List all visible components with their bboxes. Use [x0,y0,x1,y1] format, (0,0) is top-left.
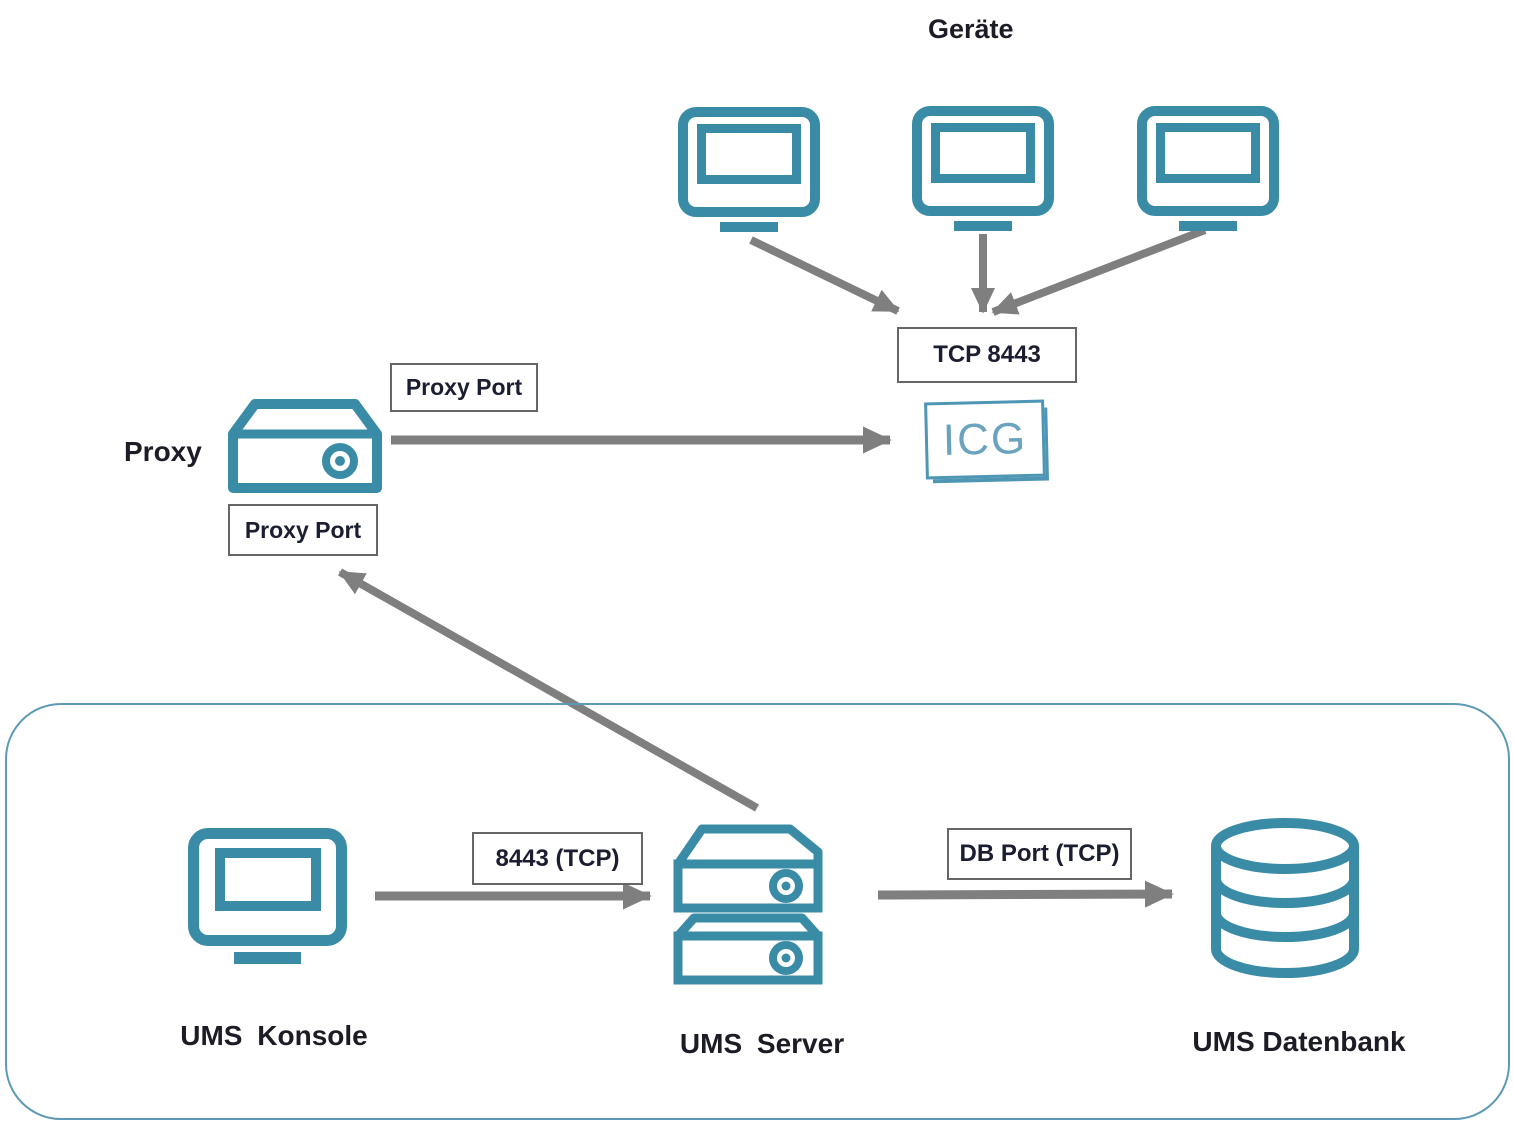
devices-title: Geräte [928,14,1014,44]
device-monitor-icon [912,106,1054,231]
monitor-screen [214,848,321,911]
monitor-frame [188,828,347,946]
ums-zone-container [5,703,1510,1120]
ums-server-stack-icon [673,824,823,985]
monitor-screen [931,123,1035,183]
port-label-proxy-port-top: Proxy Port [390,363,538,412]
icg-logo: ICG [942,413,1028,465]
monitor-stand [720,222,778,232]
monitor-screen [1156,123,1260,183]
monitor-stand [234,952,301,964]
arrow-server-to-datenbank-icon [877,880,1174,908]
monitor-screen [697,124,801,184]
ums-datenbank-label: UMS Datenbank [1192,1026,1406,1057]
port-label-tcp-8443: TCP 8443 [897,327,1077,383]
ums-konsole-monitor-icon [188,828,347,964]
monitor-stand [1179,221,1237,231]
arrow-device3-to-tcp8443-icon [991,226,1207,316]
monitor-frame [1137,106,1279,216]
device-monitor-icon [1137,106,1279,231]
ums-server-label: UMS Server [679,1028,845,1059]
proxy-label: Proxy [124,436,202,467]
ums-konsole-label: UMS Konsole [180,1020,368,1051]
icg-node: ICG [924,399,1046,480]
port-label-db-port-tcp: DB Port (TCP) [947,828,1132,880]
monitor-frame [912,106,1054,216]
monitor-stand [954,221,1012,231]
monitor-frame [678,107,820,217]
arrow-server-to-proxyport-icon [338,568,759,812]
proxy-appliance-icon [228,399,382,493]
device-monitor-icon [678,107,820,232]
arrow-device1-to-tcp8443-icon [749,236,900,315]
ums-datenbank-database-icon [1211,818,1359,978]
port-label-8443-tcp: 8443 (TCP) [472,832,643,885]
port-label-proxy-port-bottom: Proxy Port [228,504,378,556]
